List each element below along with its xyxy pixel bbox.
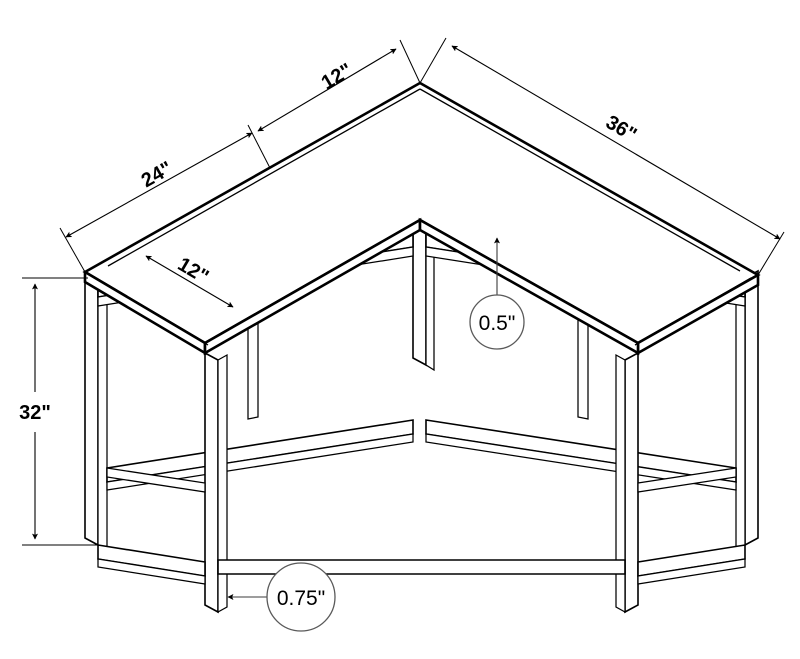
callout-top-thickness: 0.5" [469,237,525,350]
front-left-leg-inner [217,353,228,614]
front-right-leg-inner [615,353,626,614]
front-right-leg [624,351,639,614]
dim-36-line [451,45,781,240]
dim-12-top-line [257,48,397,132]
callout-05-circle [469,294,525,350]
tabletop-scribe-right [634,277,752,346]
callout-05-label: 0.5" [479,312,516,335]
inner-corner-leg [412,223,427,367]
dim-12-top-ext-right [399,39,421,84]
dim-36-label: 36" [602,111,641,146]
bottom-rail-right-diagonal-edge [637,558,746,585]
right-end-leg-inner [735,276,746,552]
dim-32-label: 32" [19,402,51,424]
mid-rail-left-connector [106,467,206,493]
callout-075-label: 0.75" [277,587,325,610]
dim-12-top-label: 12" [318,59,357,94]
left-wing-lower-rail [106,419,414,483]
right-end-leg [744,269,759,547]
dim-24-ext-left [59,227,86,273]
right-wing-lower-rail [425,419,737,483]
front-left-leg [204,351,219,614]
dim-12-depth-line [145,255,234,308]
front-structure [97,351,746,614]
dim-24-line [65,132,253,238]
dimension-32: 32" [19,277,98,546]
left-wing-lower-rail-edge [106,433,414,491]
callout-leg-thickness: 0.75" [227,562,336,632]
tabletop-scribe-left [91,275,209,346]
dim-36-ext-left [419,37,447,84]
tabletop-slab [82,81,761,356]
mid-rail-right-connector [637,467,737,493]
left-rear-leg-inner [97,280,108,552]
callout-075-circle [266,562,336,632]
bottom-rail-left-diagonal-edge [97,558,206,585]
tabletop-scribe-inner [211,219,632,340]
left-rear-leg [84,273,99,547]
desk-assembly [82,81,761,614]
annotation-layer: 24" 12" 36" 12" [19,37,785,632]
dim-24-ext-right [247,124,271,169]
dim-24-label: 24" [138,157,176,192]
